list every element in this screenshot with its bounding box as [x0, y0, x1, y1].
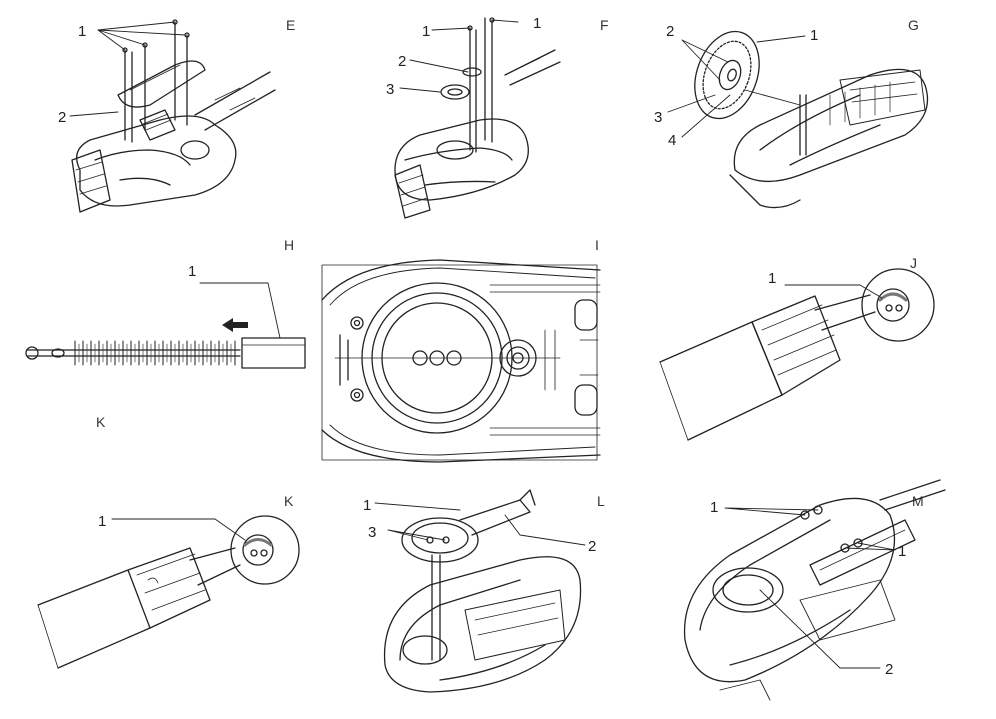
panel-label-k-upper: K: [96, 414, 106, 430]
callout-m-2: 2: [885, 661, 893, 678]
callout-g-2: 2: [666, 23, 674, 40]
callout-f-2: 2: [398, 53, 406, 70]
push-direction-arrow: [222, 318, 248, 332]
callout-j-1: 1: [768, 270, 776, 287]
panel-l-illustration: [374, 489, 586, 693]
panel-label-m: M: [912, 493, 924, 509]
panel-label-h: H: [284, 237, 295, 253]
callout-f-1a: 1: [422, 23, 430, 40]
panel-label-l: L: [597, 493, 605, 509]
callout-g-4: 4: [668, 132, 676, 149]
callout-m-1a: 1: [710, 499, 718, 516]
callout-l-1: 1: [363, 497, 371, 514]
callout-l-3: 3: [368, 524, 376, 541]
panel-label-f: F: [600, 17, 609, 33]
callout-h-1: 1: [188, 263, 196, 280]
callout-f-3: 3: [386, 81, 394, 98]
callout-e-2: 2: [58, 109, 66, 126]
panel-label-k: K: [284, 493, 294, 509]
callout-g-3: 3: [654, 109, 662, 126]
panel-label-i: I: [595, 237, 599, 253]
callout-m-1b: 1: [898, 543, 906, 560]
callout-e-1: 1: [78, 23, 86, 40]
panel-m-illustration: [683, 479, 946, 701]
panel-j-illustration: [659, 268, 935, 441]
panel-k-illustration: [37, 515, 300, 669]
panel-e-illustration: [69, 19, 276, 213]
callout-k-1: 1: [98, 513, 106, 530]
panel-label-e: E: [286, 17, 296, 33]
panel-g-illustration: [667, 30, 929, 209]
panel-i-illustration: [321, 259, 601, 463]
callout-g-1: 1: [810, 27, 818, 44]
panel-label-g: G: [908, 17, 919, 33]
panel-h-illustration: [25, 282, 306, 369]
panel-label-j: J: [910, 255, 917, 271]
panel-f-illustration: [394, 17, 561, 219]
callout-l-2: 2: [588, 538, 596, 555]
callout-f-1b: 1: [533, 15, 541, 32]
